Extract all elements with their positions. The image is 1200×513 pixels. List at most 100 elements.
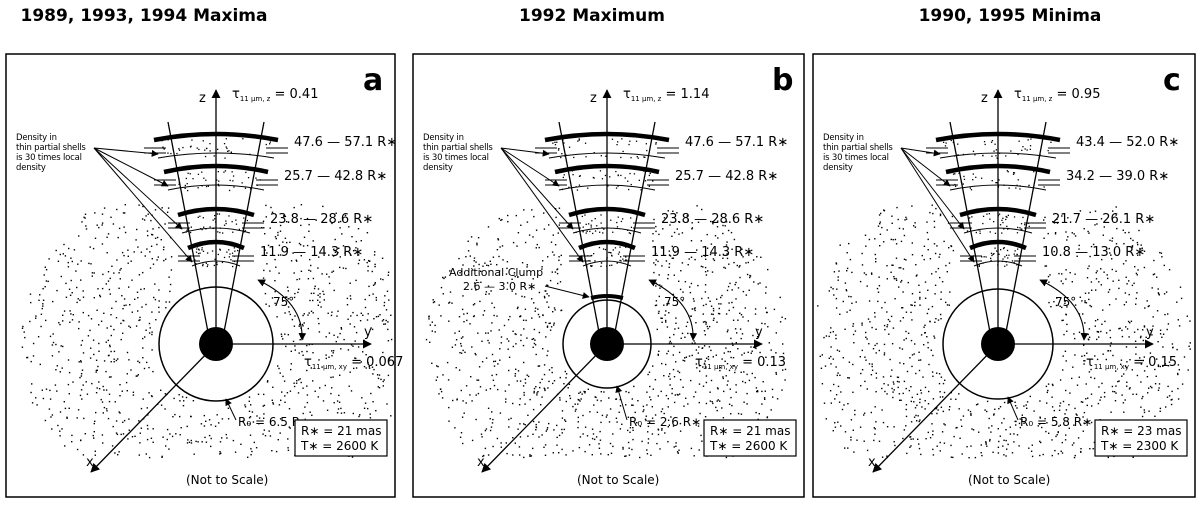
shell-arc — [969, 239, 1027, 251]
r0-label: R₀ = 5.8 R∗ — [1020, 415, 1092, 429]
shell-inner-edge — [191, 260, 241, 267]
shell-label-2: 25.7 — 42.8 R∗ — [284, 169, 387, 184]
shell-inner-edge — [548, 152, 666, 159]
stellar-params-box — [703, 419, 797, 457]
panel-b-title: 1992 Maximum — [519, 6, 665, 26]
shell-arc — [163, 163, 269, 175]
density-arrow — [93, 147, 183, 230]
shell-label-2: 34.2 — 39.0 R∗ — [1066, 169, 1169, 184]
density-note-line: thin partial shells — [423, 143, 493, 153]
shell-label-4: 11.9 — 14.3 R∗ — [651, 245, 754, 260]
shell-arc — [187, 239, 245, 251]
density-arrow — [500, 147, 584, 263]
z-axis-label: z — [199, 91, 206, 106]
clump-arrow — [544, 285, 590, 299]
shell-label-3: 21.7 — 26.1 R∗ — [1052, 212, 1155, 227]
density-note-line: Density in — [16, 133, 57, 143]
r0-label: R₀ = 6.5 R∗ — [238, 415, 310, 429]
stellar-radius: R∗ = 23 mas — [1101, 424, 1181, 438]
y-axis-label: y — [364, 325, 372, 340]
z-axis-label: z — [590, 91, 597, 106]
not-to-scale-note: (Not to Scale) — [186, 473, 268, 487]
density-note-line: is 30 times local — [423, 153, 489, 163]
panel-a-title: 1989, 1993, 1994 Maxima — [20, 6, 268, 26]
density-arrow — [500, 147, 560, 187]
shell-arc — [578, 239, 636, 251]
density-note-line: is 30 times local — [16, 153, 82, 163]
r0-arrow — [225, 398, 237, 421]
density-note-line: thin partial shells — [16, 143, 86, 153]
opening-angle-arc — [648, 279, 698, 341]
density-arrow — [900, 147, 941, 157]
density-note-line: is 30 times local — [823, 153, 889, 163]
density-note-line: thin partial shells — [823, 143, 893, 153]
shell-inner-edge — [558, 184, 656, 191]
shell-arc — [544, 131, 670, 143]
shell-label-1: 47.6 — 57.1 R∗ — [294, 135, 397, 150]
r0-label: R₀ = 2.6 R∗ — [629, 415, 701, 429]
x-axis-label: x — [868, 455, 876, 470]
shell-arc — [177, 206, 255, 218]
y-axis-label: y — [755, 325, 763, 340]
cone-edge-left — [167, 121, 209, 333]
density-arrow — [500, 147, 574, 230]
shell-inner-edge — [572, 227, 642, 234]
tau-z-label: τ11 μm, z = 0.41 — [232, 87, 318, 103]
x-axis-label: x — [86, 455, 94, 470]
density-arrow — [900, 147, 951, 187]
additional-clump-arc — [590, 294, 624, 300]
panel-letter: a — [363, 63, 383, 98]
y-axis-label: y — [1146, 325, 1154, 340]
dust-scatter — [21, 204, 393, 459]
density-arrow — [93, 147, 159, 157]
density-arrow — [93, 147, 169, 187]
tau-xy-label: τ11 μm, xy = 0.15 — [1086, 355, 1177, 371]
shell-label-4: 11.9 — 14.3 R∗ — [260, 245, 363, 260]
shell-arc — [568, 206, 646, 218]
density-arrow — [900, 147, 975, 263]
dust-scatter — [817, 204, 1191, 459]
density-note-line: Density in — [823, 133, 864, 143]
density-note-line: Density in — [423, 133, 464, 143]
not-to-scale-note: (Not to Scale) — [577, 473, 659, 487]
x-axis-label: x — [477, 455, 485, 470]
opening-angle-arc — [257, 279, 307, 341]
shell-arc — [959, 206, 1037, 218]
opening-angle-label: 75° — [1055, 295, 1076, 309]
cone-edge-right — [1005, 121, 1047, 333]
r0-arrow — [615, 385, 628, 421]
shell-label-4: 10.8 — 13.0 R∗ — [1042, 245, 1145, 260]
shell-label-3: 23.8 — 28.6 R∗ — [661, 212, 764, 227]
panel-c-title: 1990, 1995 Minima — [918, 6, 1102, 26]
density-note-line: density — [423, 163, 453, 173]
stellar-radius: R∗ = 21 mas — [710, 424, 790, 438]
cone-edge-left — [949, 121, 991, 333]
density-note-line: density — [16, 163, 46, 173]
stellar-temperature: T∗ = 2600 K — [300, 439, 379, 453]
opening-angle-arc — [1039, 279, 1089, 341]
shell-label-1: 47.6 — 57.1 R∗ — [685, 135, 788, 150]
shell-inner-edge — [157, 152, 275, 159]
density-arrow — [500, 147, 550, 157]
shell-arc — [554, 163, 660, 175]
tau-xy-label: τ11 μm, xy = 0.13 — [695, 355, 786, 371]
density-note-line: density — [823, 163, 853, 173]
density-arrow — [93, 147, 193, 263]
opening-angle-label: 75° — [664, 295, 685, 309]
shell-arc — [945, 163, 1051, 175]
panel-letter: c — [1163, 63, 1181, 98]
opening-angle-label: 75° — [273, 295, 294, 309]
panel-letter: b — [772, 63, 793, 98]
z-axis-label: z — [981, 91, 988, 106]
cone-edge-right — [223, 121, 265, 333]
not-to-scale-note: (Not to Scale) — [968, 473, 1050, 487]
r0-arrow — [1007, 396, 1019, 421]
stellar-params-box — [294, 419, 388, 457]
x-axis — [872, 343, 999, 473]
tau-z-label: τ11 μm, z = 1.14 — [623, 87, 709, 103]
stellar-params-box — [1094, 419, 1188, 457]
stellar-temperature: T∗ = 2600 K — [709, 439, 788, 453]
